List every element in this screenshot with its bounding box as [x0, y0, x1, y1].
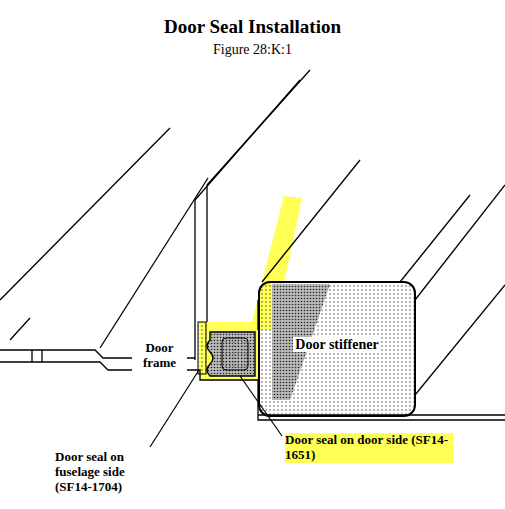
callout-label: Door seal on fuselage side (SF14-1704) [55, 450, 159, 495]
door-stiffener: Door stiffener [258, 281, 416, 417]
door-seal-core [222, 338, 248, 370]
part-name: Door frame [132, 341, 187, 371]
figure-number: Figure 28:K:1 [0, 42, 505, 58]
structure-lines [0, 70, 505, 420]
fuselage-seal [198, 322, 206, 374]
door-seal [207, 332, 255, 376]
leader-line [240, 376, 282, 436]
callout-label: Door seal on door side (SF14-1651) [285, 433, 453, 463]
title: Door Seal Installation [0, 16, 505, 38]
part-name: Door stiffener [293, 337, 380, 352]
leader-line [150, 370, 199, 447]
